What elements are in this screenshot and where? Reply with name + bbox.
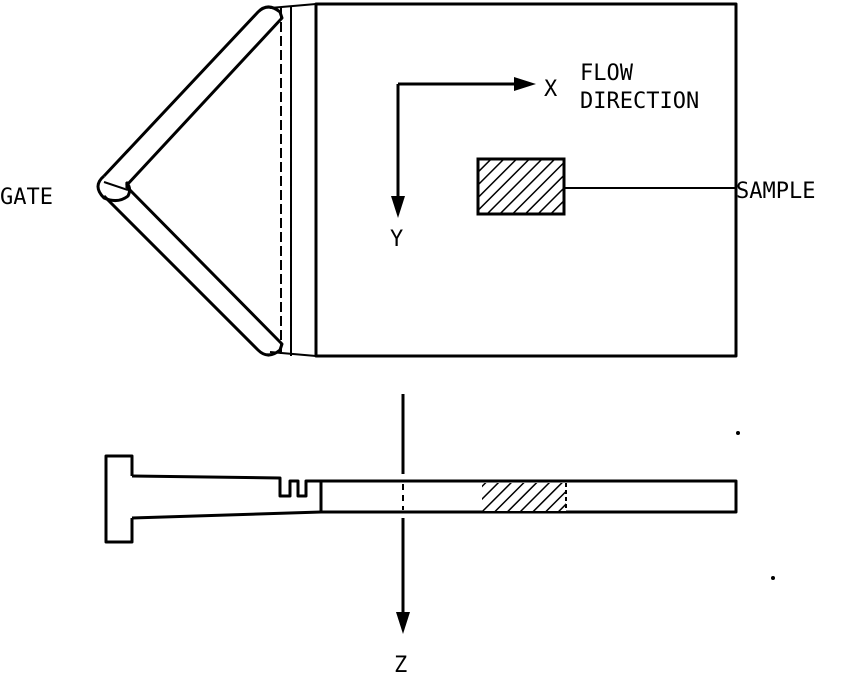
gate-end-seam [103,181,129,191]
gate-label: GATE [0,185,53,210]
z-axis-arrow [396,394,410,634]
gate-strip-line [269,3,317,9]
x-axis-arrow [398,77,536,91]
top-view: X FLOW DIRECTION Y SAMPLE GATE [0,2,815,358]
scan-dot [771,576,775,580]
z-axis-label: Z [394,653,407,677]
flow-direction-line1: FLOW [580,61,634,86]
flow-direction-line2: DIRECTION [580,89,699,114]
y-axis-arrow [391,84,405,218]
gate-end [96,174,132,203]
scan-dot [736,431,740,435]
runner-lower-arm [102,184,284,357]
side-view: Z [104,394,738,677]
sample-region [476,157,566,216]
plaque-side-outline [319,479,738,514]
plaque-outline [314,2,738,358]
sample-side-region [482,483,566,511]
runner-side-lower [131,510,322,520]
runner-side-contour [131,474,321,498]
y-axis-label: Y [390,227,403,252]
sample-label: SAMPLE [736,179,815,204]
x-axis-label: X [544,77,558,102]
runner-upper-arm [102,5,284,188]
gate-block [104,454,134,544]
